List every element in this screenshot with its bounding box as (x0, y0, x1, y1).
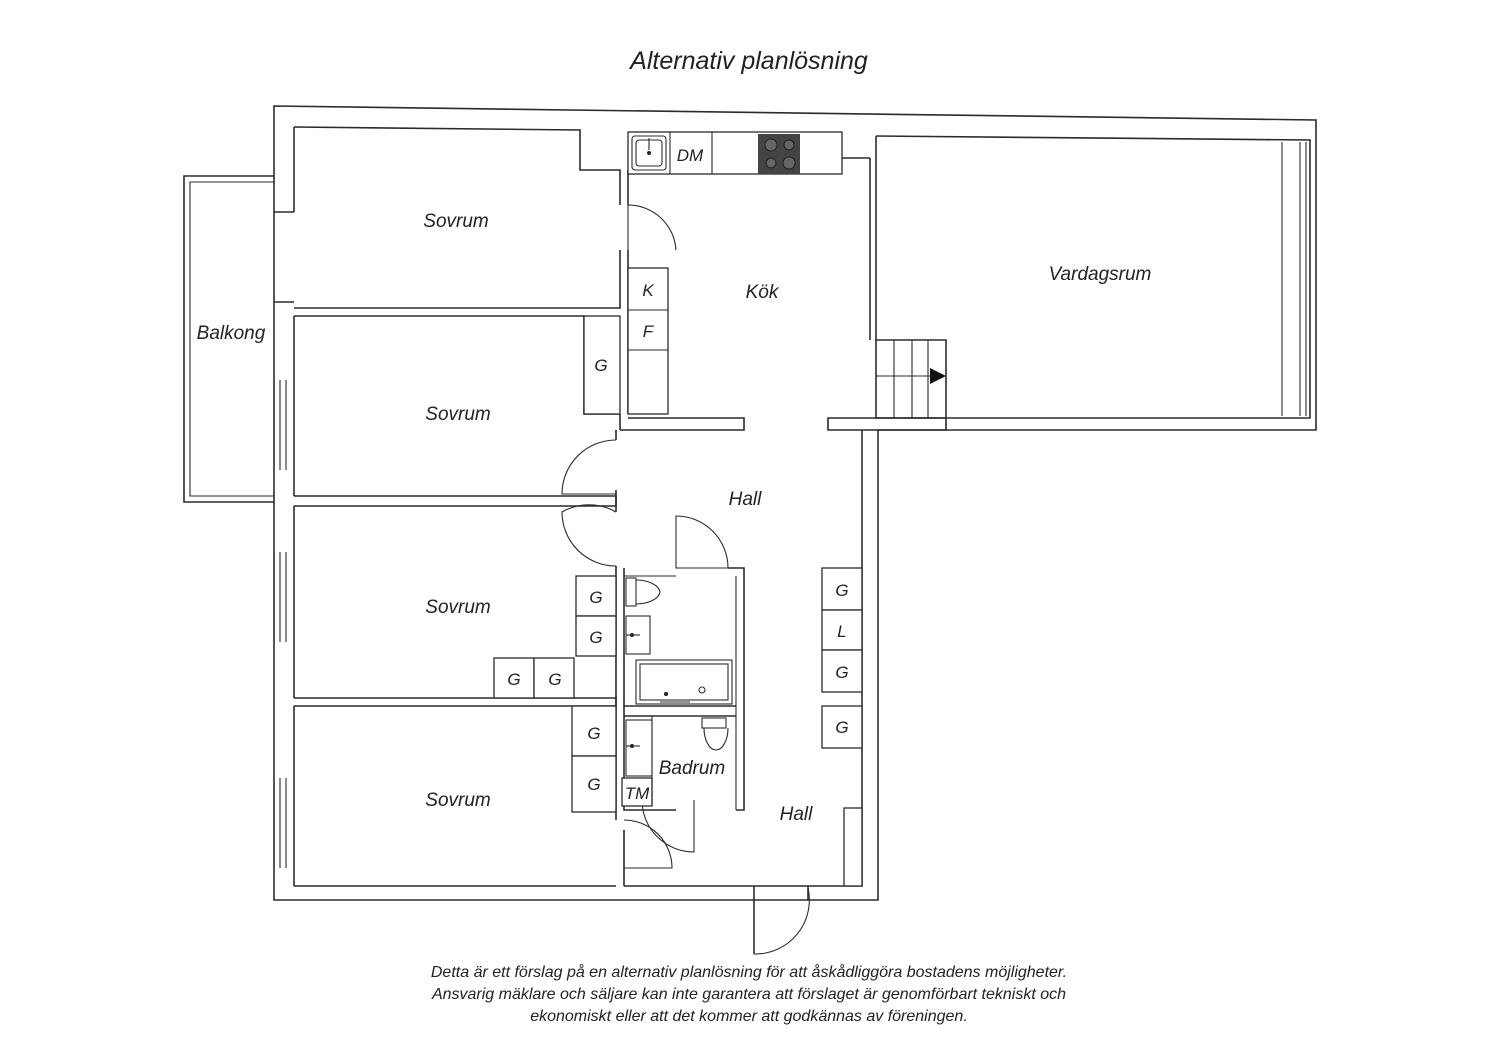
bathtub-icon (635, 659, 733, 705)
room-label-hall-2: Hall (780, 804, 814, 825)
room-label-bedroom-1: Sovrum (423, 211, 488, 232)
entrance-door (753, 886, 810, 955)
stairs (875, 339, 947, 419)
toilet-icon (701, 717, 729, 751)
washbasin-icon (625, 719, 653, 777)
fixture-label-wardrobe: G (507, 670, 520, 689)
fixture-label-wardrobe: G (589, 628, 602, 647)
stair-arrow-icon (930, 368, 946, 384)
disclaimer-line-2: Ansvarig mäklare och säljare kan inte ga… (431, 986, 1066, 1003)
fixture-label-wardrobe: G (594, 356, 607, 375)
wardrobes (493, 315, 863, 887)
fixture-label-washing-machine: TM (625, 784, 650, 803)
kitchen-tall-units (627, 267, 669, 415)
left-windows (279, 380, 287, 868)
fixture-label-wardrobe: G (835, 718, 848, 737)
fixture-label-dishwasher: DM (677, 146, 704, 165)
disclaimer-line-1: Detta är ett förslag på en alternativ pl… (431, 963, 1067, 981)
fixture-label-wardrobe: G (587, 724, 600, 743)
room-label-balcony: Balkong (197, 323, 266, 344)
fixture-label-wardrobe: G (835, 663, 848, 682)
fixture-label-fridge: K (642, 281, 654, 300)
room-label-bathroom: Badrum (659, 758, 726, 779)
sink-icon (631, 135, 667, 171)
room-label-kitchen: Kök (746, 282, 780, 303)
room-label-living-room: Vardagsrum (1049, 264, 1152, 285)
fixture-label-wardrobe: G (589, 588, 602, 607)
fixture-label-wardrobe: G (548, 670, 561, 689)
stove-icon (758, 134, 800, 174)
living-room-window (1281, 142, 1307, 416)
kitchen-counter (627, 131, 843, 175)
room-label-bedroom-3: Sovrum (425, 597, 490, 618)
fixture-label-wardrobe: G (835, 581, 848, 600)
disclaimer-line-3: ekonomiskt eller att det kommer att godk… (530, 1008, 968, 1025)
room-label-bedroom-2: Sovrum (425, 404, 490, 425)
fixture-label-wardrobe: G (587, 775, 600, 794)
bathroom-block (621, 567, 745, 811)
fixture-label-freezer: F (643, 322, 655, 341)
fixture-label-linen-closet: L (837, 622, 846, 641)
room-label-bedroom-4: Sovrum (425, 790, 490, 811)
balcony-outline (183, 175, 274, 503)
room-label-hall-1: Hall (729, 489, 763, 510)
toilet-icon (625, 577, 661, 607)
washbasin-icon (625, 615, 651, 655)
plan-title: Alternativ planlösning (628, 47, 868, 75)
